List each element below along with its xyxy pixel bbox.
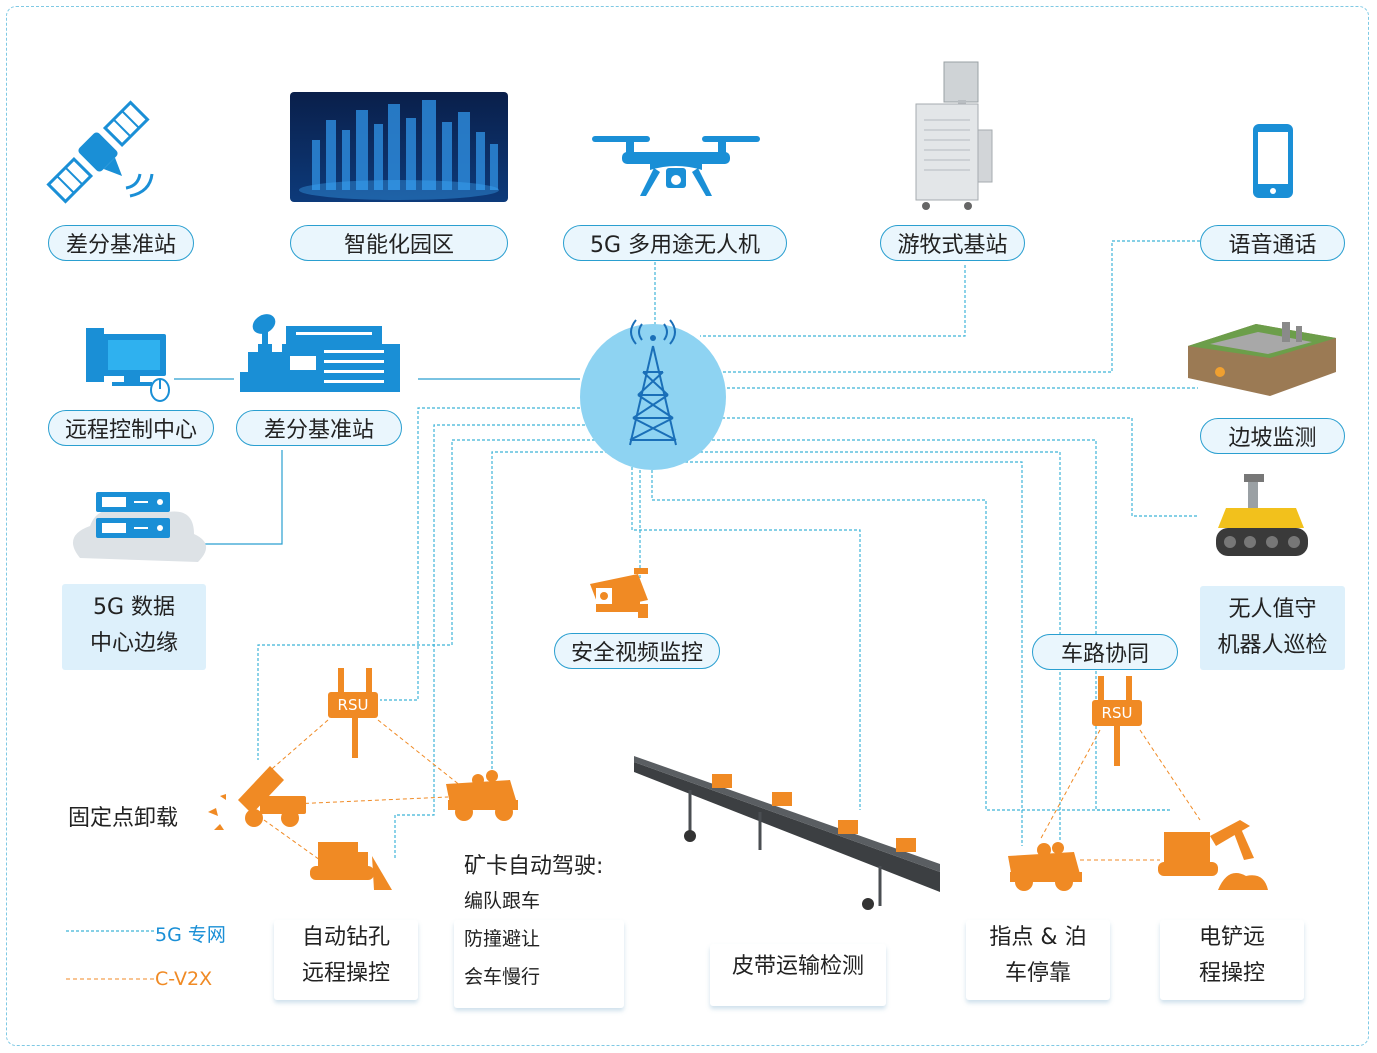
data-edge-box: 5G 数据 中心边缘 [62, 584, 206, 670]
drill-line2: 远程操控 [301, 961, 390, 986]
electric-shovel [1158, 820, 1268, 890]
truck-item2: 防撞避让 [464, 928, 541, 950]
mobile-station-label: 游牧式基站 [880, 225, 1025, 261]
robot-inspection-box: 无人值守 机器人巡检 [1200, 586, 1345, 670]
belt-box: 皮带运输检测 [710, 944, 886, 1006]
truck-item3: 会车慢行 [464, 966, 541, 988]
data-edge-line1: 5G 数据 [92, 595, 176, 620]
truck-box [454, 920, 624, 1008]
park-line1: 指点 & 泊 [989, 925, 1087, 950]
truck-item1: 编队跟车 [464, 890, 541, 912]
video-monitor-label: 安全视频监控 [554, 633, 720, 669]
robot-line2: 机器人巡检 [1217, 633, 1328, 658]
voice-call-label: 语音通话 [1200, 225, 1345, 261]
shovel-box: 电铲远 程操控 [1160, 920, 1304, 1000]
shovel-line1: 电铲远 [1198, 925, 1265, 950]
legend-cv2x-label: C-V2X [155, 968, 213, 990]
drill-line1: 自动钻孔 [301, 925, 390, 950]
rsu-device-right: RSU [1092, 700, 1142, 726]
park-box: 指点 & 泊 车停靠 [966, 920, 1110, 1000]
robot-line1: 无人值守 [1228, 597, 1317, 622]
truck-title: 矿卡自动驾驶: [464, 854, 604, 879]
remote-center-label: 远程控制中心 [48, 410, 214, 446]
legend-5g-label: 5G 专网 [155, 924, 226, 946]
rsu-device-left: RSU [328, 692, 378, 718]
drone-label: 5G 多用途无人机 [563, 225, 787, 261]
dump-truck-unloading [208, 766, 306, 830]
diff-station-left-label: 差分基准站 [236, 410, 402, 446]
smart-park-label: 智能化园区 [290, 225, 508, 261]
diagram-frame [6, 6, 1369, 1046]
bulldozer [310, 842, 392, 890]
drill-box: 自动钻孔 远程操控 [274, 920, 418, 1000]
mining-truck-mid [446, 770, 518, 821]
mining-truck-right [1008, 842, 1082, 891]
shovel-line2: 程操控 [1198, 961, 1265, 986]
fixed-unload-label: 固定点卸载 [68, 806, 179, 831]
diff-station-top-label: 差分基准站 [48, 225, 194, 261]
slope-monitor-label: 边坡监测 [1200, 418, 1345, 454]
park-line2: 车停靠 [1004, 961, 1071, 986]
data-edge-line2: 中心边缘 [89, 631, 178, 656]
v2x-road-label: 车路协同 [1032, 634, 1178, 670]
